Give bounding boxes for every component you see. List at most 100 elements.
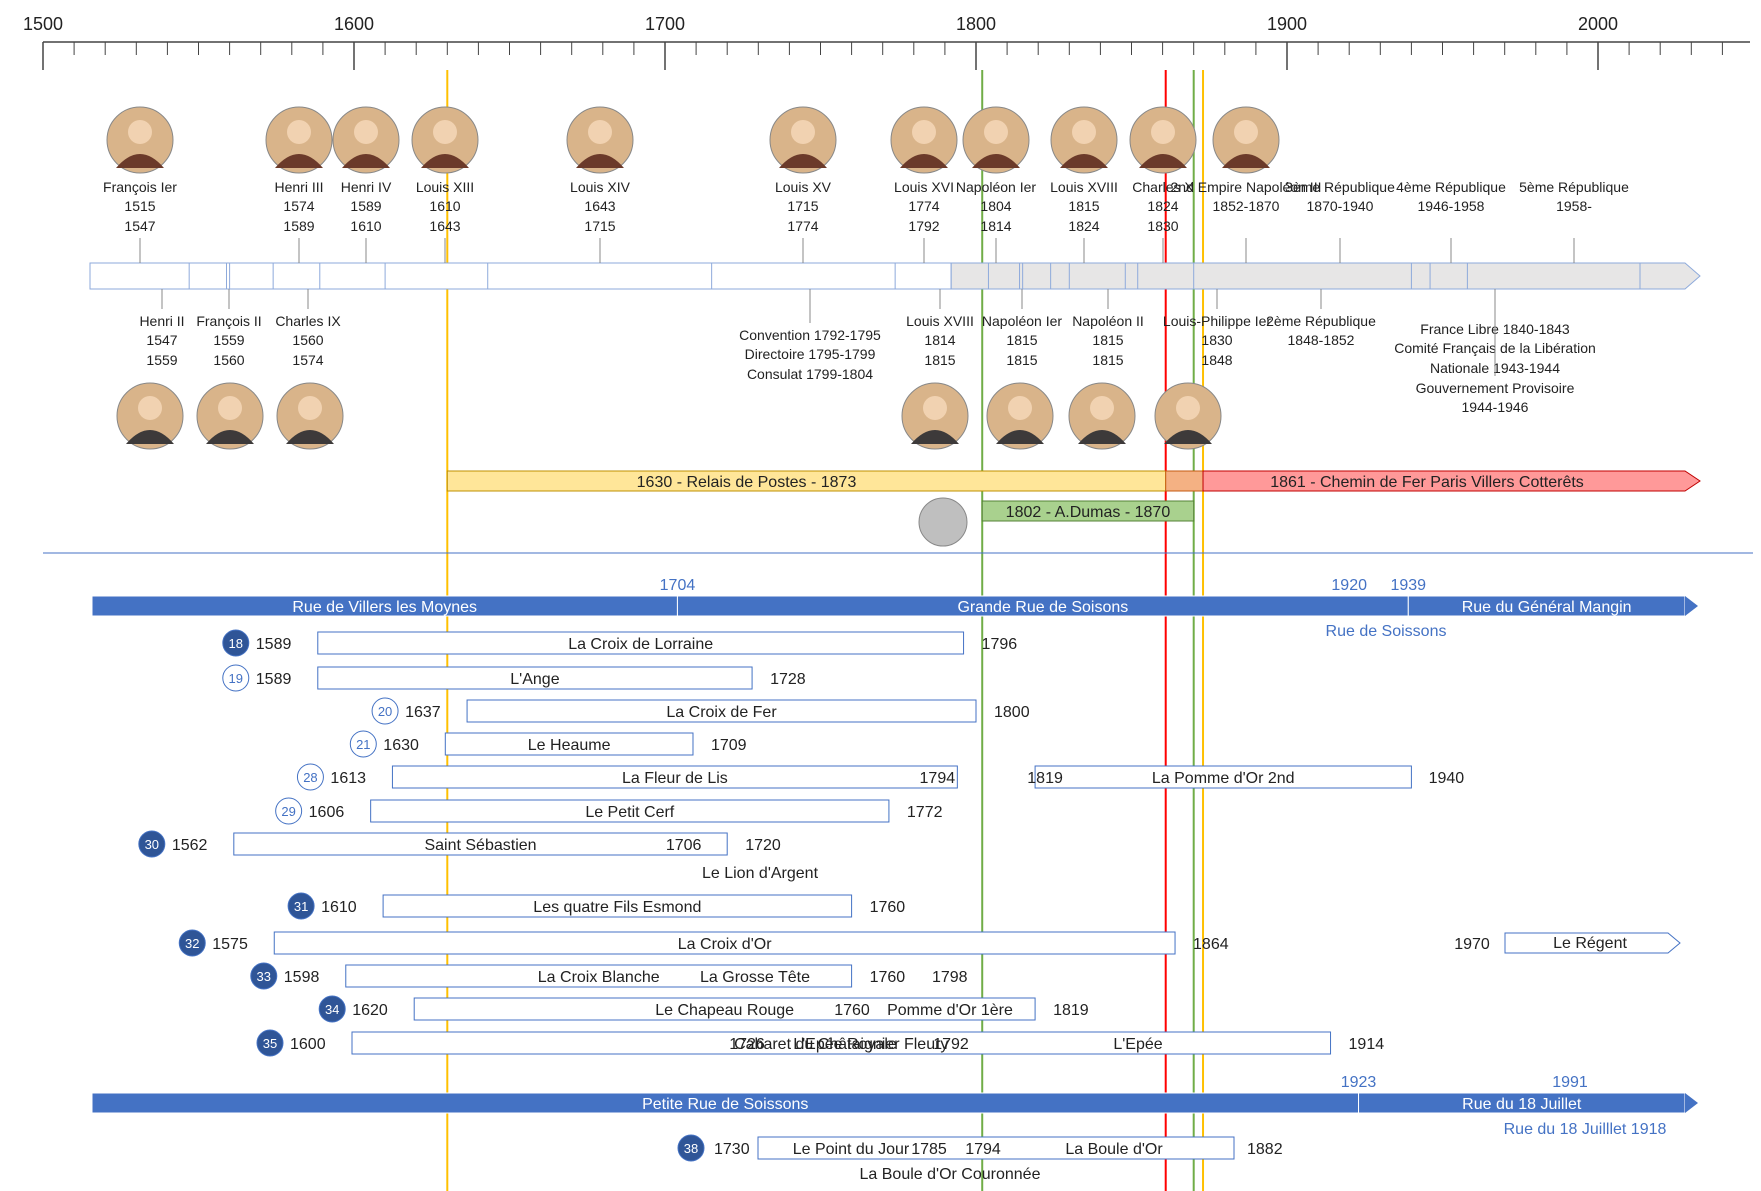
ruler-bottom-name: Gouvernement Provisoire xyxy=(1416,380,1575,396)
ruler-top-start: 1643 xyxy=(584,198,615,214)
ruler-top-name: Napoléon Ier xyxy=(956,179,1037,195)
inn-start-year: 1610 xyxy=(321,899,357,916)
ruler-top-name: 5ème République xyxy=(1519,179,1629,195)
inn-number: 29 xyxy=(281,804,295,819)
inn-number: 30 xyxy=(145,837,159,852)
ruler-top-name: Charles X xyxy=(1132,179,1194,195)
ruler-top-start: 1824 xyxy=(1147,198,1178,214)
ruler-bottom-name: Convention 1792-1795 xyxy=(739,327,881,343)
ruler-bottom-start: 1814 xyxy=(924,332,955,348)
inn-box-second xyxy=(1034,765,1412,789)
ruler-bottom-end: 1815 xyxy=(1092,352,1123,368)
ruler-bottom-end: 1815 xyxy=(1006,352,1037,368)
portrait-face xyxy=(128,120,152,144)
inn-number: 31 xyxy=(294,899,308,914)
scale-label: 1700 xyxy=(645,14,685,34)
street-upper-note: Rue de Soissons xyxy=(1326,623,1447,640)
ruler-bottom-end: 1574 xyxy=(292,352,323,368)
inn-box xyxy=(391,765,958,789)
portrait-face xyxy=(1008,396,1032,420)
portrait-body xyxy=(116,154,164,168)
ruler-top-name: Louis XV xyxy=(775,179,832,195)
inn-label: La Croix de Lorraine xyxy=(568,636,713,653)
ruler-bottom-name: Charles IX xyxy=(275,313,341,329)
portrait-face xyxy=(1072,120,1096,144)
inn-mid-year: 1794 xyxy=(920,770,956,787)
inn-third-label: L'Epée xyxy=(1113,1036,1162,1053)
inn-box xyxy=(382,894,853,918)
ruler-top-name: Louis XIII xyxy=(416,179,474,195)
inn-start-year: 1620 xyxy=(352,1002,388,1019)
inn-start-year: 1589 xyxy=(256,636,292,653)
inn-mid-year: 1706 xyxy=(666,837,702,854)
portrait-face xyxy=(354,120,378,144)
ruler-top-start: 1589 xyxy=(350,198,381,214)
portrait-face xyxy=(287,120,311,144)
ruler-bottom-name: Henri II xyxy=(139,313,184,329)
inn-badge xyxy=(318,995,346,1023)
portrait-body xyxy=(1222,154,1270,168)
inn-label: Les quatre Fils Esmond xyxy=(533,899,701,916)
inn-label: Cabaret du Châtaignier Fleury xyxy=(734,1036,948,1053)
ruler-bottom-start: 1560 xyxy=(292,332,323,348)
ruler-bottom-name: Napoléon Ier xyxy=(982,313,1063,329)
inn-label: La Fleur de Lis xyxy=(622,770,728,787)
ruler-top-start: 1574 xyxy=(283,198,314,214)
inn-start-year: 1575 xyxy=(212,936,248,953)
portrait-body xyxy=(126,430,174,444)
inn-number: 32 xyxy=(185,936,199,951)
ruler-top-end: 1792 xyxy=(908,218,939,234)
ruler-top-start: 1715 xyxy=(787,198,818,214)
ruler-top-name: Louis XVIII xyxy=(1050,179,1118,195)
street-upper-year: 1920 xyxy=(1331,577,1367,594)
inn-box xyxy=(317,631,965,655)
portrait-face xyxy=(791,120,815,144)
band-relais-label: 1630 - Relais de Postes - 1873 xyxy=(637,474,857,491)
street-lower-label: Rue du 18 Juillet xyxy=(1462,1096,1582,1113)
inn-label: La Croix d'Or xyxy=(678,936,772,953)
inn-mid-year: 1794 xyxy=(965,1141,1001,1158)
ruler-top-start: 1774 xyxy=(908,198,939,214)
inn-start-year: 1589 xyxy=(256,671,292,688)
inn-end-year: 1709 xyxy=(711,737,747,754)
ruler-bottom-start: 1944-1946 xyxy=(1462,399,1529,415)
ruler-bottom-end: 1560 xyxy=(213,352,244,368)
ruler-top-end: 1830 xyxy=(1147,218,1178,234)
portrait-body xyxy=(779,154,827,168)
inn-number: 35 xyxy=(263,1036,277,1051)
inn-end-year: 1940 xyxy=(1429,770,1465,787)
ruler-top-start: 1815 xyxy=(1068,198,1099,214)
ruler-bottom-start: 1547 xyxy=(146,332,177,348)
inn-start-year: 1730 xyxy=(714,1141,750,1158)
inn-label: L'Ange xyxy=(510,671,559,688)
ruler-bottom-name: Louis-Philippe Ier xyxy=(1163,313,1272,329)
ruler-bottom-end: 1815 xyxy=(924,352,955,368)
inn-box xyxy=(317,666,753,690)
inn-number: 28 xyxy=(303,770,317,785)
inn-extra-label: Le Régent xyxy=(1553,935,1627,952)
ruler-bottom-start: 1848-1852 xyxy=(1288,332,1355,348)
scale-label: 1500 xyxy=(23,14,63,34)
ruler-top-name: Henri III xyxy=(274,179,323,195)
inn-label-second: La Boule d'Or xyxy=(1065,1141,1163,1158)
street-upper-year: 1939 xyxy=(1390,577,1426,594)
portrait-face xyxy=(218,396,242,420)
inn-badge xyxy=(178,929,206,957)
street-upper-label: Rue de Villers les Moynes xyxy=(292,599,477,616)
portrait-face xyxy=(1090,396,1114,420)
inn-box xyxy=(413,997,1036,1021)
inn-badge xyxy=(275,797,303,825)
inn-end-year: 1914 xyxy=(1349,1036,1385,1053)
inn-end-year: 1720 xyxy=(745,837,781,854)
ruler-bottom-start: 1830 xyxy=(1201,332,1232,348)
inn-extra-year: 1970 xyxy=(1454,936,1490,953)
ruler-top-start: 1610 xyxy=(429,198,460,214)
inn-box xyxy=(273,931,1176,955)
inn-second-label: L'Epée Royale xyxy=(793,1036,897,1053)
inn-end-year: 1796 xyxy=(982,636,1018,653)
inn-sublabel: La Boule d'Or Couronnée xyxy=(860,1166,1041,1183)
scale-label: 1900 xyxy=(1267,14,1307,34)
street-lower-arrow xyxy=(1685,1093,1698,1113)
inn-number: 20 xyxy=(378,704,392,719)
